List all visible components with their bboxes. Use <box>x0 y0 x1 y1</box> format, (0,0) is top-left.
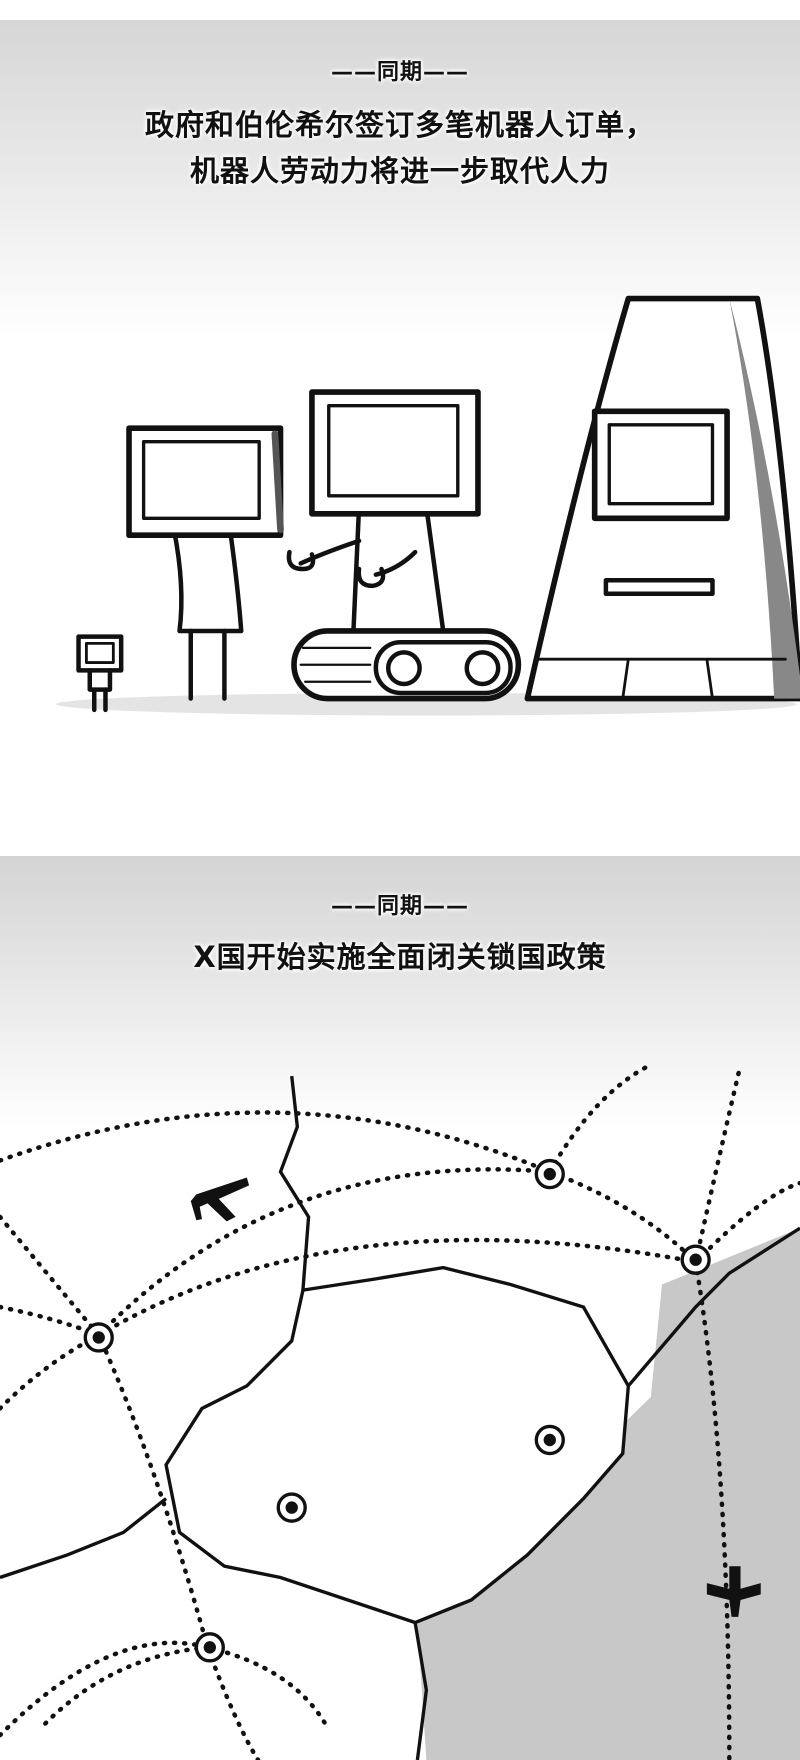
panel1-caption-line1: 政府和伯伦希尔签订多笔机器人订单， <box>144 108 655 142</box>
robot-monitor-head-1 <box>126 425 284 701</box>
panel2-caption: X国开始实施全面闭关锁国政策 <box>193 940 607 974</box>
panel1-caption-line2: 机器人劳动力将进一步取代人力 <box>189 154 610 188</box>
panel2-time-label: ——同期—— <box>330 894 469 919</box>
robot-on-tracks <box>286 389 522 702</box>
panel1-time-label: ——同期—— <box>330 60 469 85</box>
small-robot <box>76 634 124 713</box>
airplane-icon <box>190 1177 761 1617</box>
map-illustration <box>0 1062 800 1760</box>
city-markers <box>83 1158 711 1663</box>
large-robot-capsule <box>524 295 800 702</box>
